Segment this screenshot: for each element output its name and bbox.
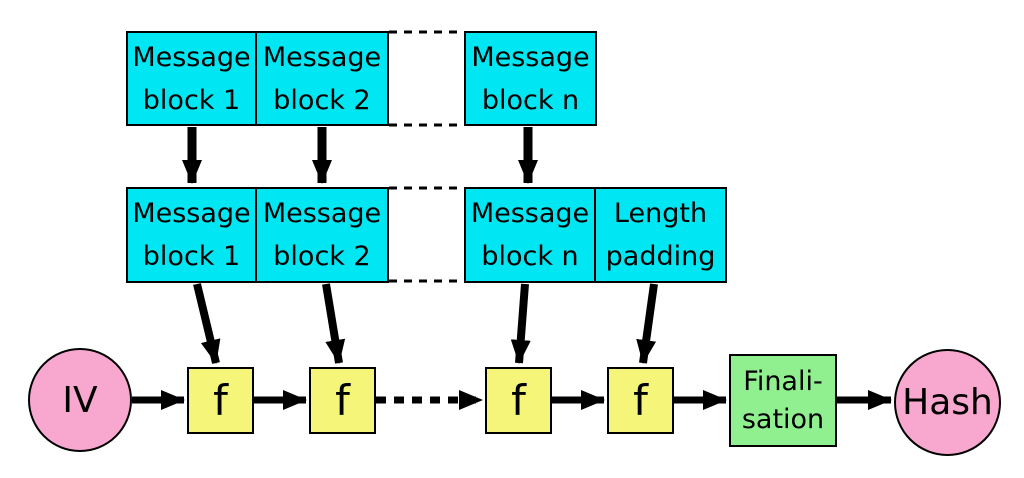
top-message-block-2: Message block 2 [255,31,389,126]
top-message-block-2-line2: block 2 [273,84,371,116]
mid-message-block-1: Message block 1 [126,187,257,283]
f-box-4: f [607,367,674,434]
mid-message-block-n-line2: block n [481,241,579,272]
finalisation-line2: sation [741,403,825,435]
f-box-3-label: f [511,375,526,425]
f-box-2: f [309,367,376,434]
mid-message-block-1-line2: block 1 [142,241,241,272]
top-message-block-n-line2: block n [481,84,580,116]
mid-message-block-2: Message block 2 [255,187,389,283]
length-padding-block: Length padding [594,187,727,283]
iv-node: IV [28,348,132,452]
length-padding-line2: padding [605,241,716,272]
mid-message-block-1-line1: Message [132,198,251,229]
top-message-block-1-line1: Message [132,41,251,73]
mid-message-block-2-line1: Message [262,198,382,229]
arrow-padding-to-f4 [636,283,658,364]
f-box-1: f [187,367,254,434]
top-message-block-n-line1: Message [471,41,590,73]
length-padding-line1: Length [613,198,708,229]
f-box-1-label: f [213,375,228,425]
iv-label: IV [62,379,98,421]
mid-message-block-n: Message block n [464,187,596,283]
hash-label: Hash [902,382,993,423]
top-message-block-1-line2: block 1 [142,84,241,116]
top-message-block-1: Message block 1 [126,31,257,126]
finalisation-box: Finali- sation [729,354,837,447]
f-box-4-label: f [633,375,648,425]
hash-node: Hash [894,349,1001,456]
arrow-block1-to-f1 [193,283,221,364]
f-box-2-label: f [335,375,350,425]
finalisation-line1: Finali- [743,365,823,397]
arrow-block2-to-f2 [322,283,346,364]
mid-message-block-n-line1: Message [470,198,590,229]
f-box-3: f [485,367,552,434]
mid-message-block-2-line2: block 2 [273,241,371,272]
top-message-block-2-line1: Message [262,41,382,73]
top-message-block-n: Message block n [464,31,597,126]
arrow-blockn-to-f3 [510,283,531,364]
